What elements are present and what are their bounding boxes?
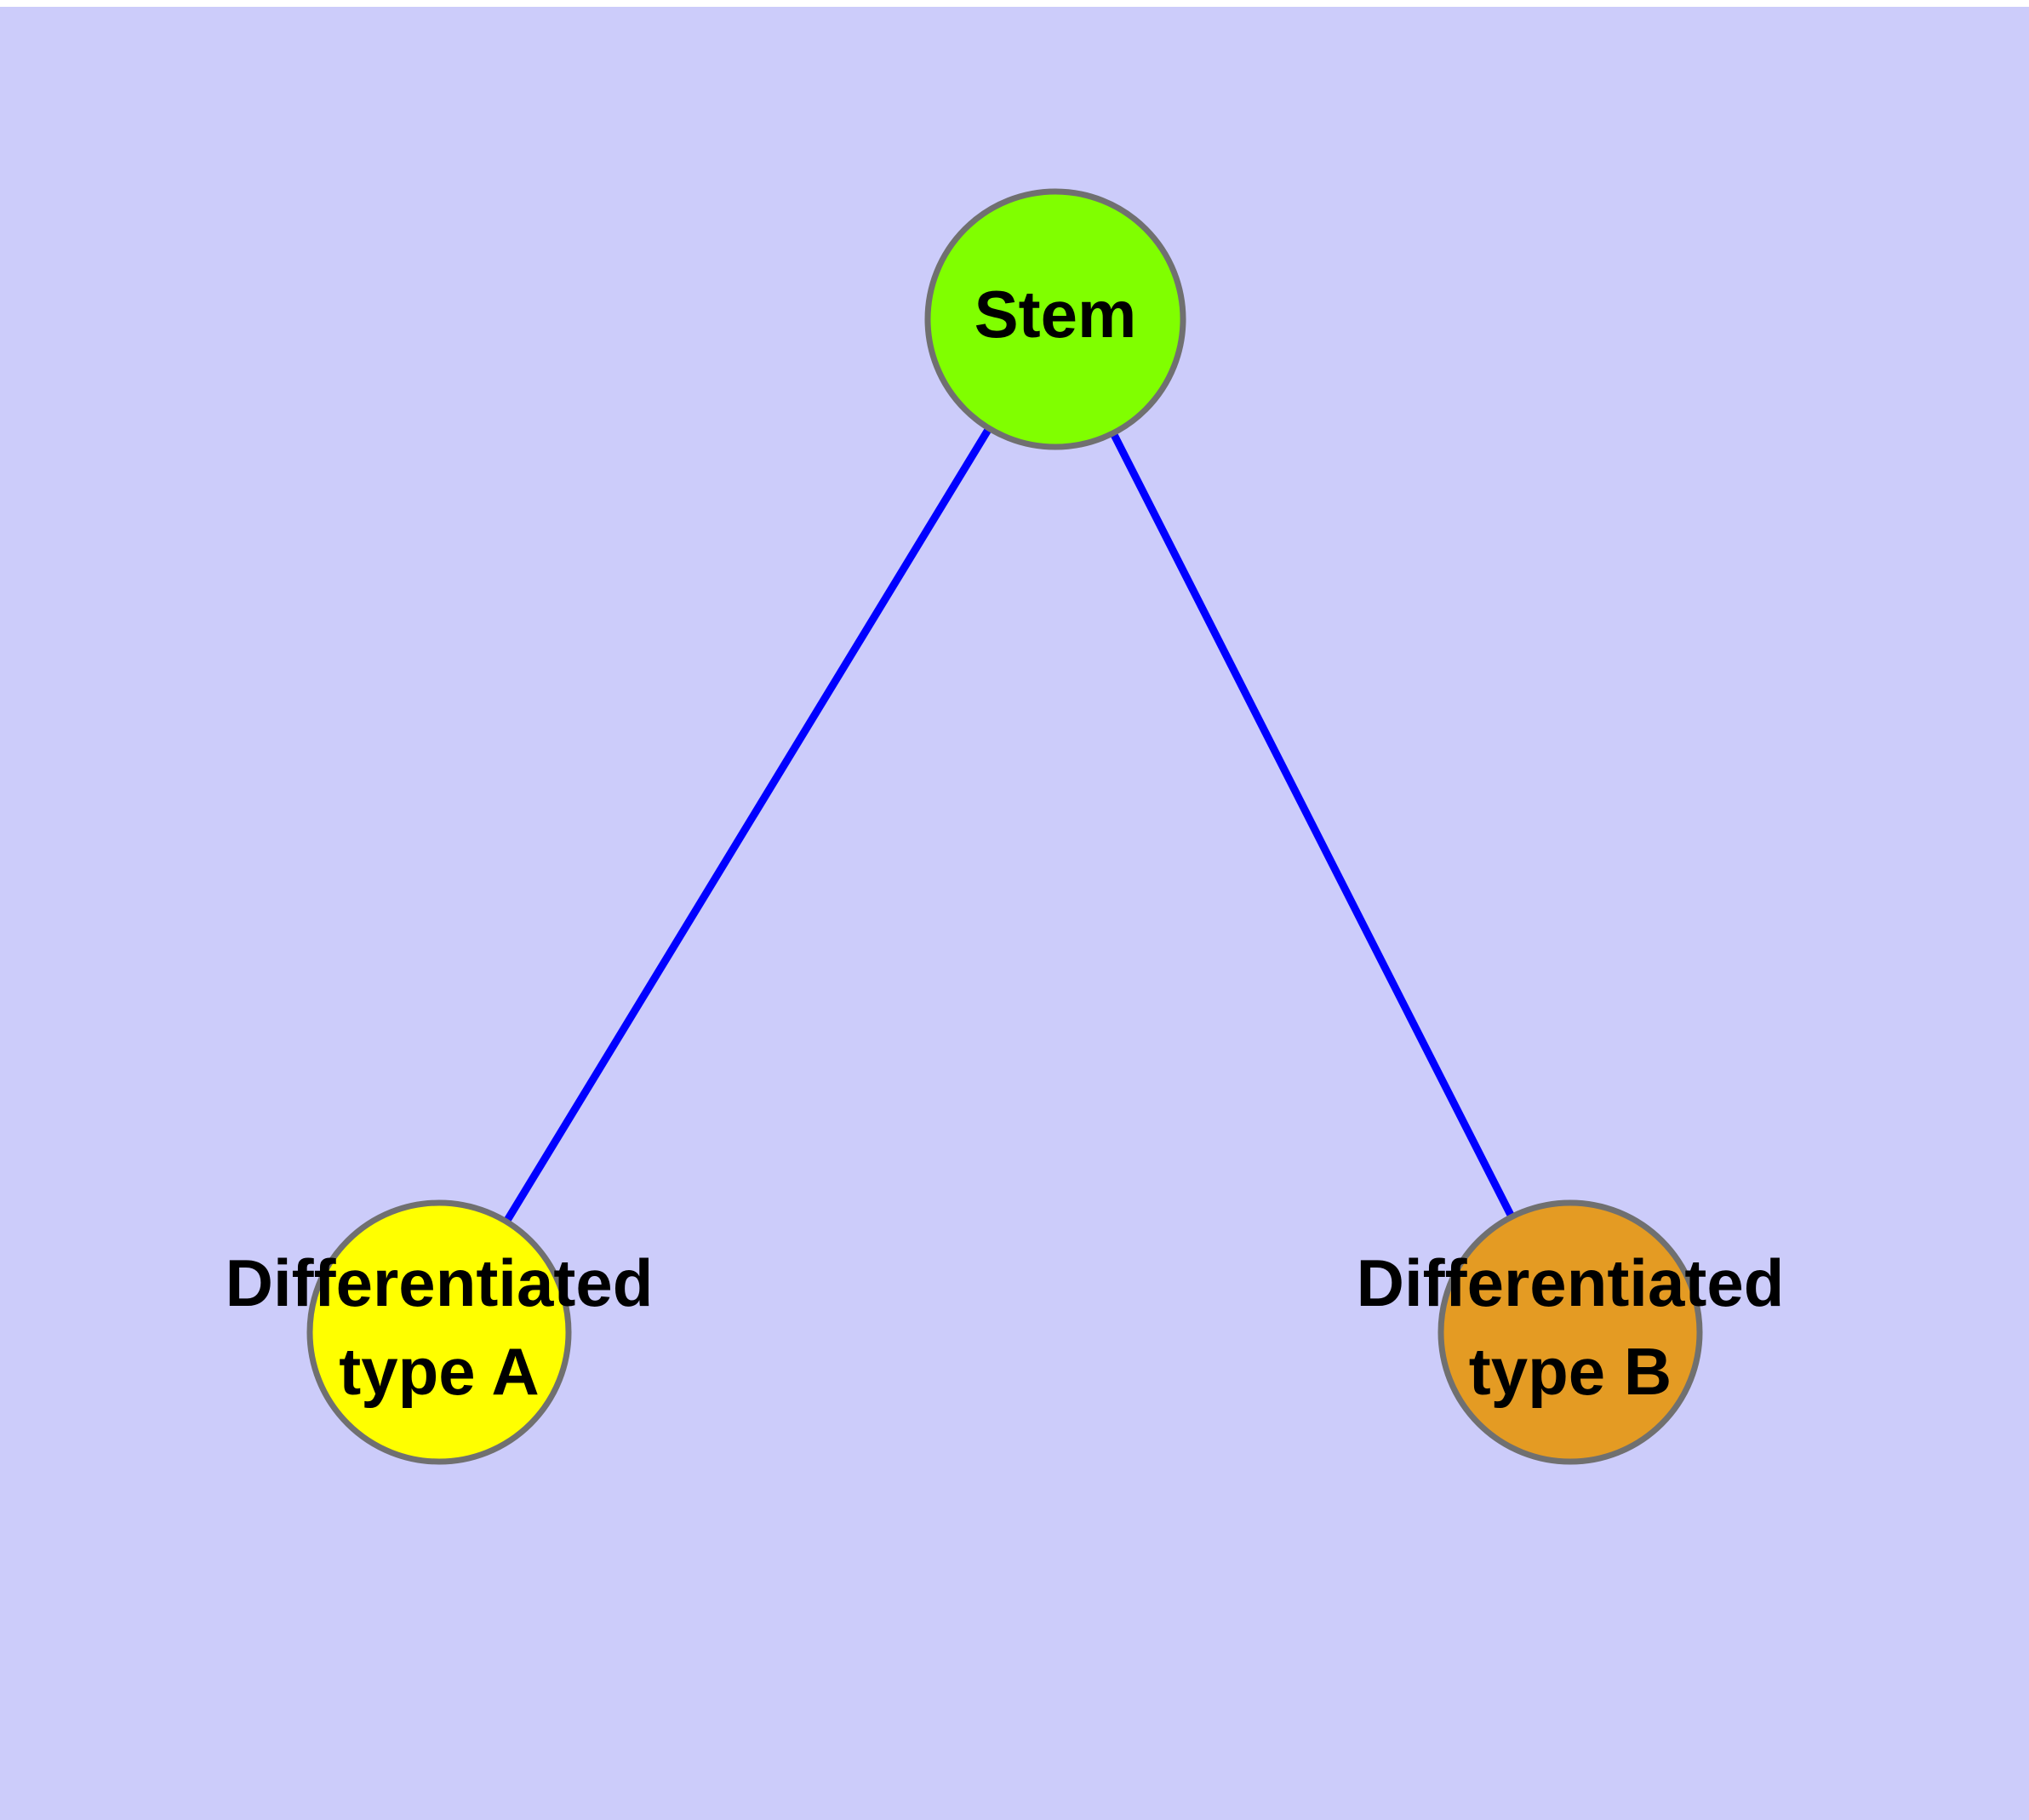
node-label-line: type A [339,1334,540,1409]
edge-stem-diff-b [1051,317,1575,1335]
node-circle-diff_b[interactable] [1437,1199,1703,1465]
node-circle-diff_a[interactable] [306,1199,572,1465]
node-stem[interactable]: Stem [924,188,1186,450]
node-label-line: Differentiated [1357,1245,1785,1320]
node-diff_a[interactable]: Differentiated type A [226,1199,654,1465]
node-label-diff_b: Differentiated type B [1357,1245,1785,1409]
node-label-line: Differentiated [226,1245,654,1320]
edge-stem-diff-a [436,317,1059,1335]
node-label-line: Stem [974,277,1137,352]
node-diff_b[interactable]: Differentiated type B [1357,1199,1785,1465]
node-label-line: type B [1469,1334,1672,1409]
edges-layer [436,317,1575,1335]
node-label-diff_a: Differentiated type A [226,1245,654,1409]
node-circle-stem[interactable] [924,188,1186,450]
node-label-stem: Stem [974,277,1137,352]
